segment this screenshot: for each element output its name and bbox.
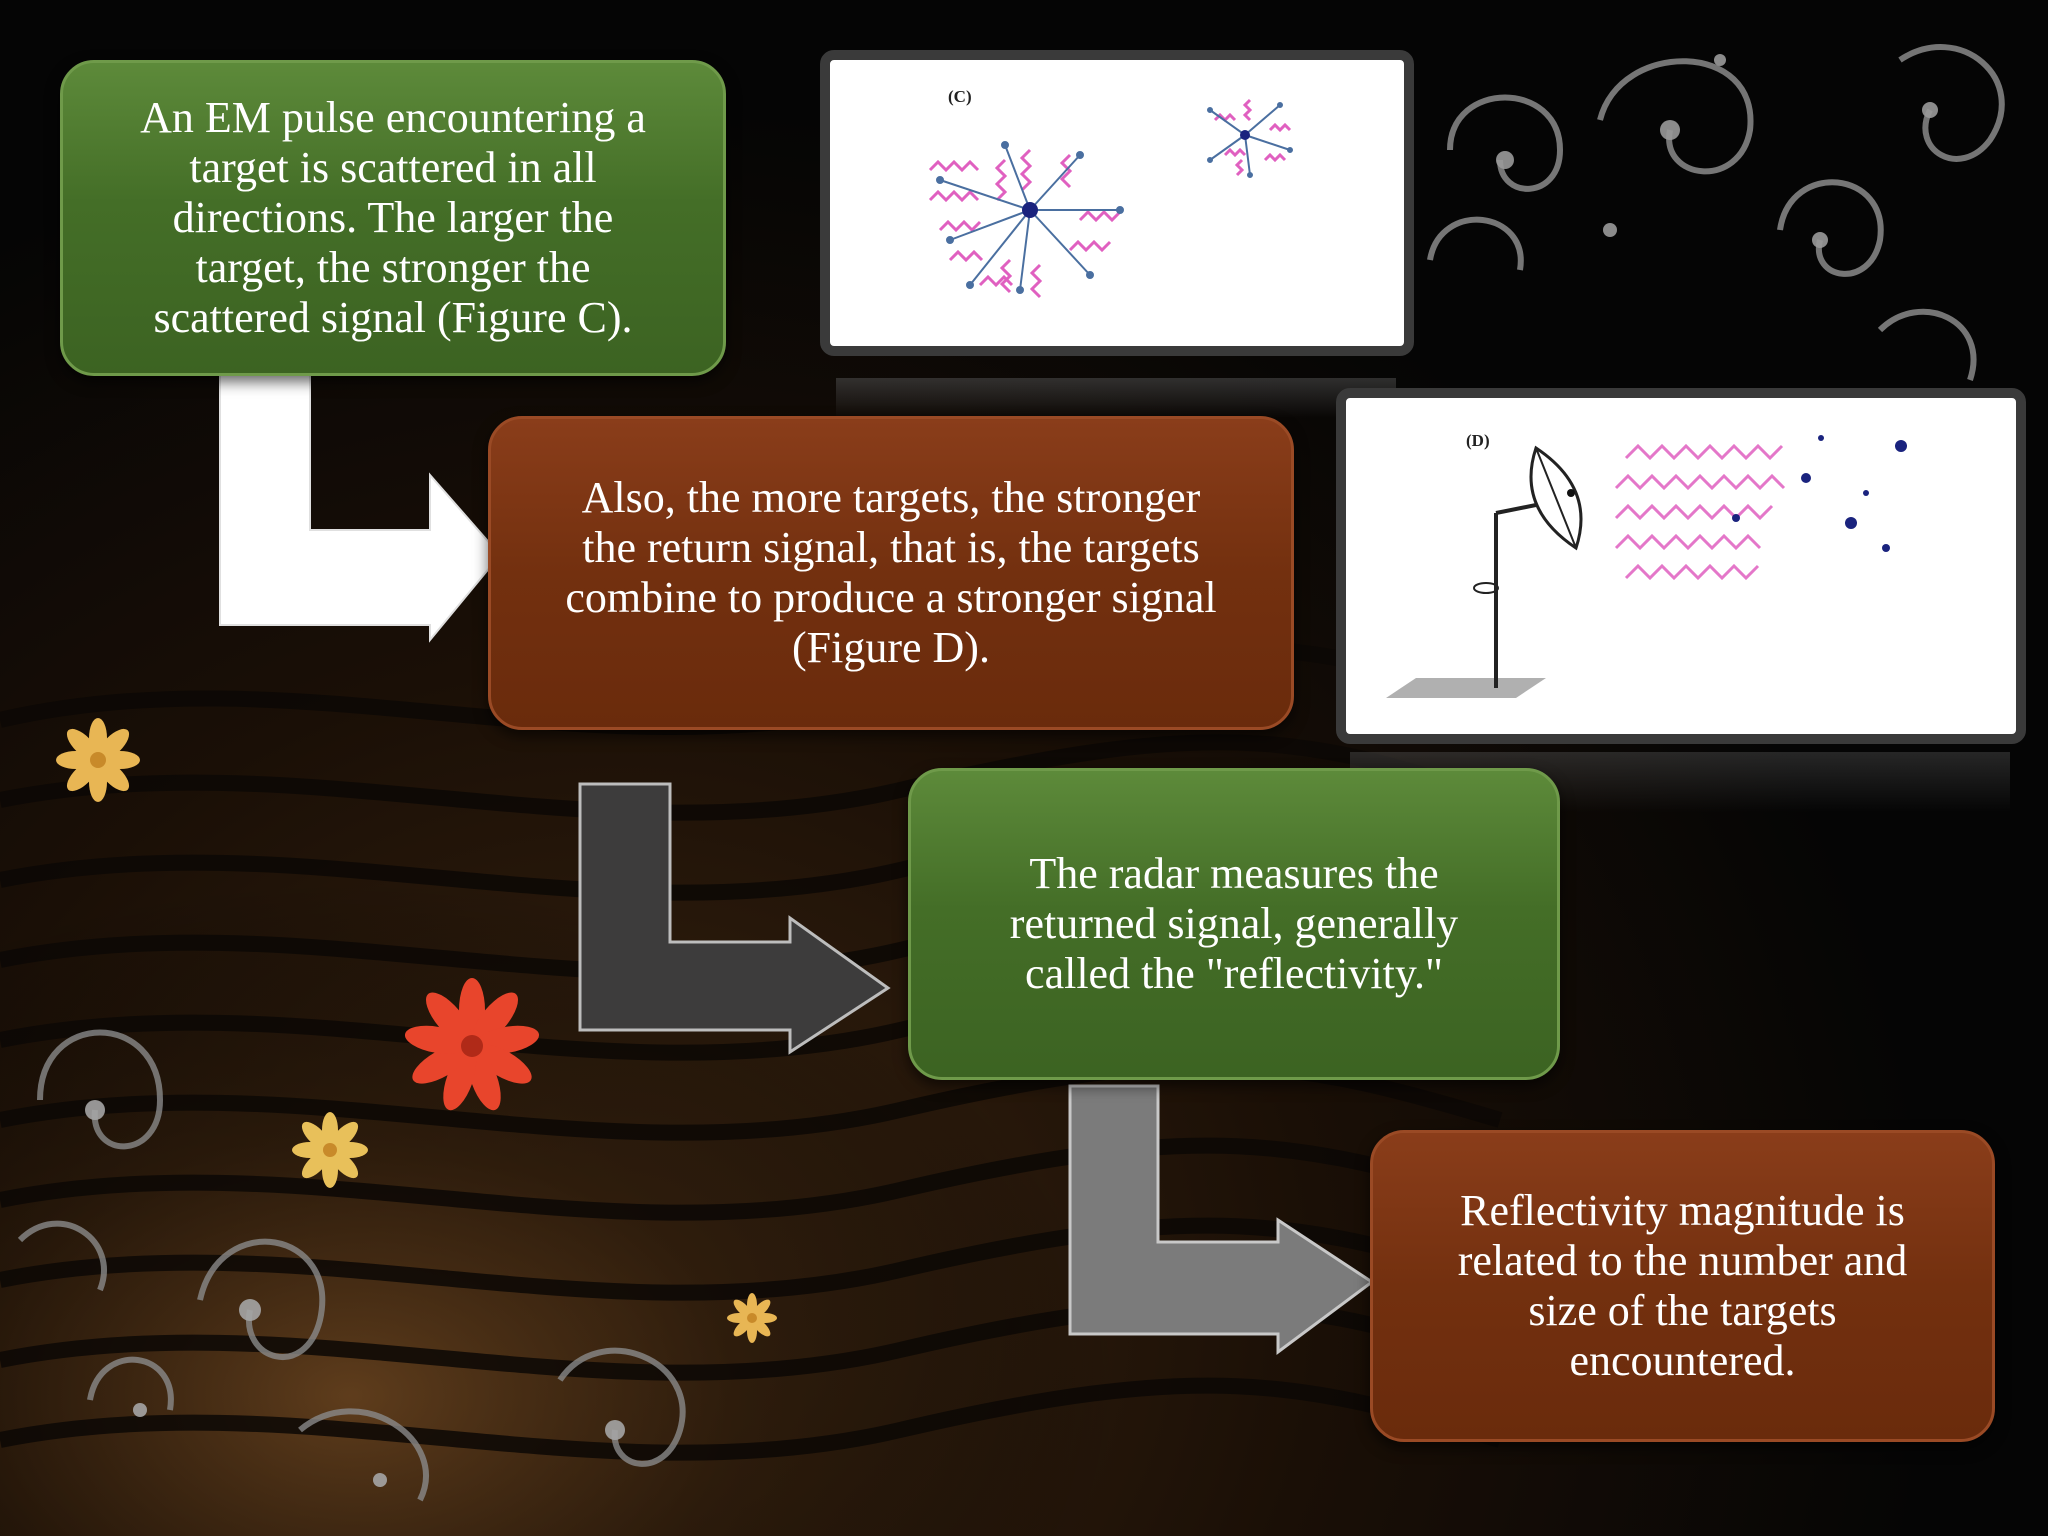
figure-c-panel: (C): [820, 50, 1414, 356]
figure-d-illustration: (D): [1386, 431, 1907, 698]
step-text-1: An EM pulse encountering a target is sca…: [140, 93, 646, 342]
flower-yellow-icon: [56, 718, 140, 802]
small-target-icon: [1240, 130, 1250, 140]
figure-d-panel: (D): [1336, 388, 2026, 744]
flower-yellow-icon: [727, 1293, 777, 1343]
step-text-3: The radar measures the returned signal, …: [1009, 849, 1459, 998]
figure-c-label: (C): [948, 87, 972, 106]
step-text-4: Reflectivity magnitude is related to the…: [1457, 1186, 1908, 1385]
flower-red-icon: [404, 978, 540, 1111]
flow-arrow-2: [578, 782, 891, 1055]
step-box-2: Also, the more targets, the stronger the…: [488, 416, 1294, 730]
flow-arrow-1: [219, 374, 502, 643]
radar-base-icon: [1386, 678, 1546, 698]
step-box-4: Reflectivity magnitude is related to the…: [1370, 1130, 1995, 1442]
figure-d-label: (D): [1466, 431, 1490, 450]
figure-c-illustration: (C): [928, 87, 1293, 299]
step-text-2: Also, the more targets, the stronger the…: [565, 473, 1217, 672]
step-box-1: An EM pulse encountering a target is sca…: [60, 60, 726, 376]
step-box-3: The radar measures the returned signal, …: [908, 768, 1560, 1080]
flow-arrow-3: [1068, 1084, 1375, 1355]
panel-c-reflection: [836, 378, 1396, 418]
flower-yellow-icon: [292, 1112, 368, 1188]
large-target-icon: [1022, 202, 1038, 218]
